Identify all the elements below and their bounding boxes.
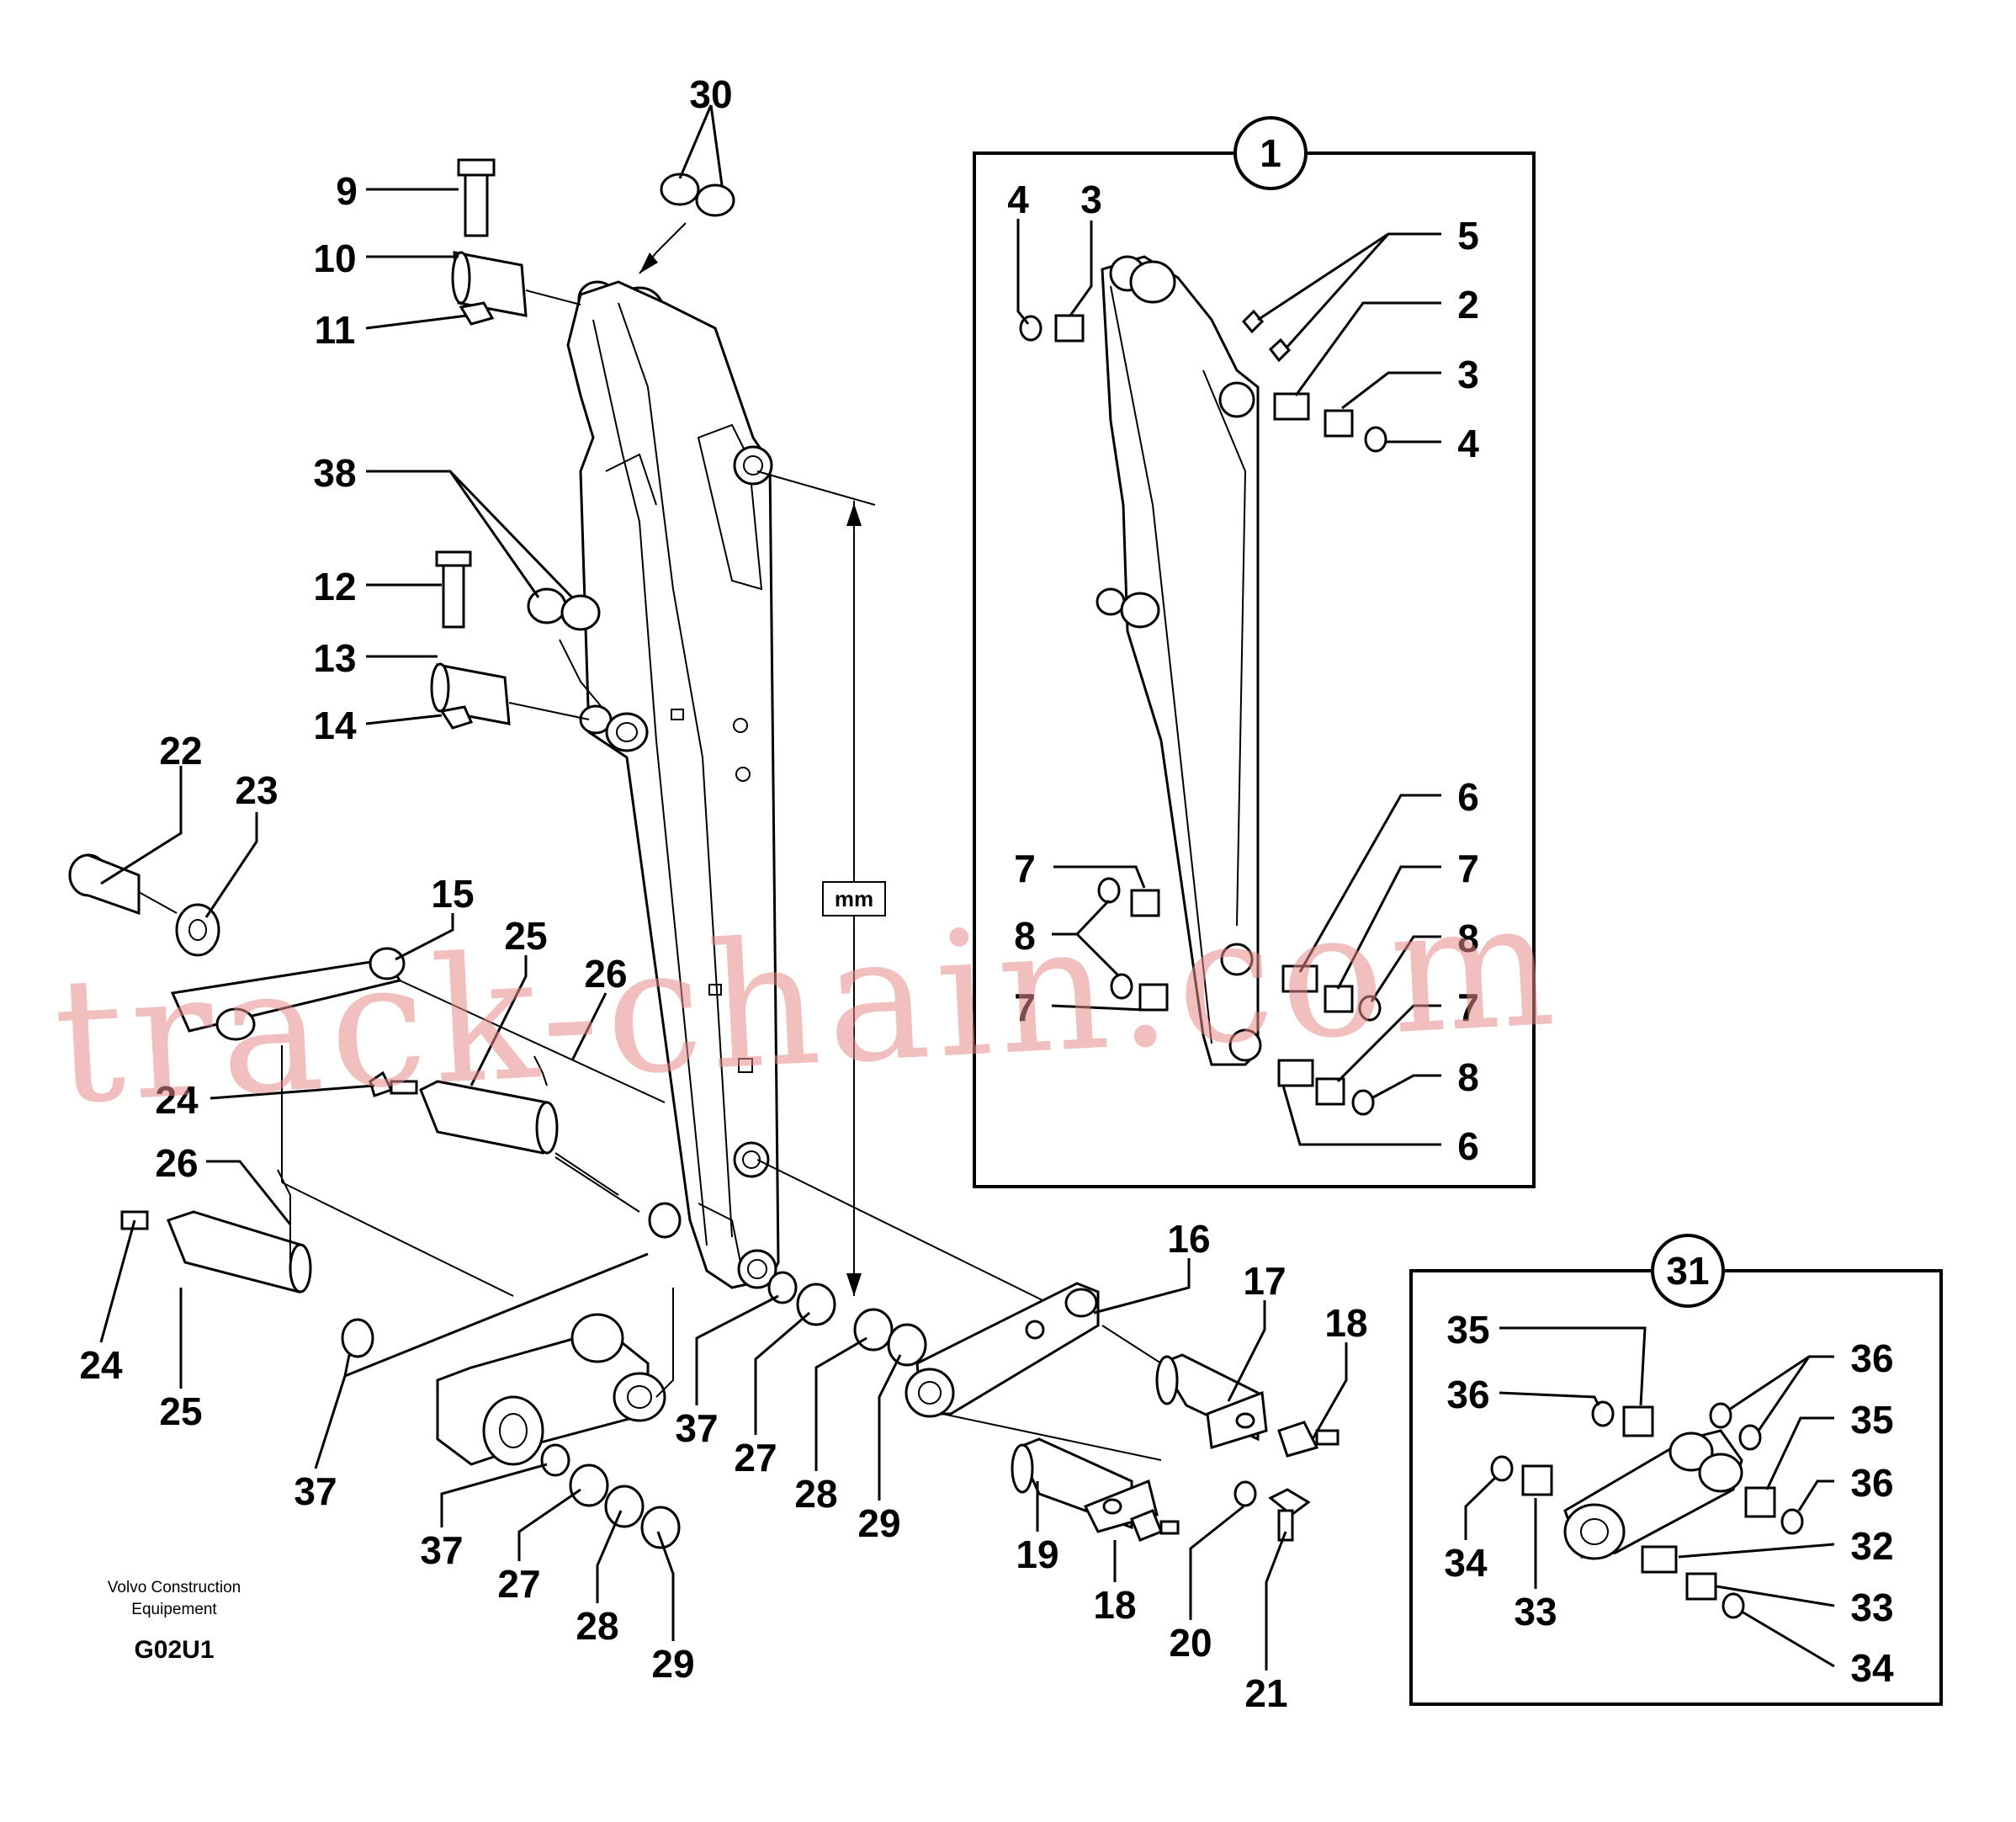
callout-box1-7c: 7 — [1457, 847, 1479, 890]
callout-37-left: 37 — [294, 1469, 337, 1513]
callout-14: 14 — [313, 704, 357, 747]
callout-12: 12 — [313, 565, 356, 608]
callout-box1-3b: 3 — [1457, 353, 1479, 396]
caption-line-2: Equipement — [131, 1601, 217, 1618]
callout-18-top: 18 — [1324, 1301, 1367, 1345]
top-pin-hardware — [451, 158, 735, 326]
callout-box1-8a: 8 — [1014, 914, 1036, 958]
callout-9: 9 — [336, 169, 358, 213]
callout-28-low: 28 — [576, 1604, 618, 1648]
detail-box-1-number: 1 — [1260, 131, 1281, 175]
mid-pin-hardware — [430, 550, 602, 730]
callout-29-mid: 29 — [857, 1501, 900, 1545]
callout-box31-32: 32 — [1850, 1524, 1893, 1568]
bucket-link — [436, 1288, 681, 1549]
callout-box1-8b: 8 — [1457, 916, 1479, 960]
callout-15: 15 — [431, 872, 474, 916]
callout-box1-3: 3 — [1080, 178, 1102, 221]
detail-box-31-number: 31 — [1666, 1249, 1709, 1293]
callout-16: 16 — [1167, 1217, 1210, 1261]
callout-37-low: 37 — [420, 1528, 463, 1572]
dipper-arm — [566, 280, 780, 1289]
callout-28-mid: 28 — [794, 1472, 837, 1516]
callout-26-lower: 26 — [155, 1141, 198, 1185]
dimension-line: mm — [756, 470, 886, 1296]
callout-box1-4: 4 — [1007, 178, 1029, 221]
dimension-label: mm — [835, 886, 873, 911]
callout-37-mid: 37 — [675, 1406, 718, 1450]
callout-box1-4b: 4 — [1457, 422, 1479, 465]
leader-lines — [99, 104, 1835, 1671]
callout-25-top: 25 — [504, 914, 547, 958]
callout-labels-box1: 4 3 5 2 3 4 6 7 8 7 7 8 7 8 6 — [1007, 178, 1479, 1168]
callout-21: 21 — [1244, 1671, 1287, 1715]
callout-box1-7a: 7 — [1014, 847, 1036, 890]
callout-23: 23 — [235, 768, 278, 812]
callout-box31-35a: 35 — [1446, 1308, 1489, 1352]
callout-13: 13 — [313, 636, 356, 680]
callout-30: 30 — [689, 72, 732, 116]
callout-labels-box31: 35 36 36 35 36 34 33 32 33 34 — [1444, 1308, 1894, 1690]
callout-17: 17 — [1243, 1259, 1286, 1303]
link-assembly — [68, 853, 1095, 1326]
callout-box1-7b: 7 — [1014, 985, 1036, 1029]
callout-22: 22 — [159, 729, 202, 773]
caption-line-1: Volvo Construction — [108, 1579, 241, 1596]
callout-labels-main: 30 9 10 11 38 12 13 14 22 23 15 25 26 24… — [79, 72, 1367, 1715]
callout-box31-33a: 33 — [1514, 1590, 1557, 1633]
callout-27-mid: 27 — [734, 1436, 777, 1479]
drawing-caption: Volvo Construction Equipement G02U1 — [108, 1579, 241, 1664]
callout-19: 19 — [1016, 1532, 1058, 1576]
callout-26-top: 26 — [584, 952, 627, 996]
callout-box1-6b: 6 — [1457, 1124, 1479, 1168]
drawing-code: G02U1 — [134, 1636, 214, 1664]
callout-box31-36a: 36 — [1446, 1373, 1489, 1416]
callout-box1-2: 2 — [1457, 283, 1479, 327]
callout-box1-5: 5 — [1457, 214, 1479, 258]
callout-box1-6a: 6 — [1457, 775, 1479, 819]
callout-24-top: 24 — [155, 1078, 199, 1122]
arm-washers — [767, 1271, 927, 1367]
callout-18-low: 18 — [1093, 1583, 1136, 1627]
callout-box1-7d: 7 — [1457, 985, 1479, 1029]
callout-box1-8c: 8 — [1457, 1055, 1479, 1099]
callout-10: 10 — [313, 236, 356, 280]
callout-box31-34a: 34 — [1444, 1541, 1488, 1585]
callout-box31-34b: 34 — [1850, 1646, 1894, 1690]
callout-box31-35b: 35 — [1850, 1398, 1893, 1442]
callout-11: 11 — [315, 308, 356, 352]
detail-box-31: 31 — [1409, 1234, 1943, 1706]
callout-20: 20 — [1169, 1621, 1212, 1665]
callout-27-low: 27 — [497, 1562, 540, 1606]
rocker-link — [905, 1282, 1340, 1542]
callout-38: 38 — [313, 451, 356, 495]
callout-box31-33b: 33 — [1850, 1586, 1893, 1629]
lower-pin-hardware — [120, 1169, 374, 1358]
callout-25-lower: 25 — [159, 1389, 202, 1433]
detail-box-1: 1 — [973, 116, 1536, 1188]
callout-box31-36c: 36 — [1850, 1461, 1893, 1505]
callout-24-lower: 24 — [79, 1343, 123, 1387]
callout-29-low: 29 — [651, 1642, 694, 1686]
callout-box31-36b: 36 — [1850, 1336, 1893, 1380]
